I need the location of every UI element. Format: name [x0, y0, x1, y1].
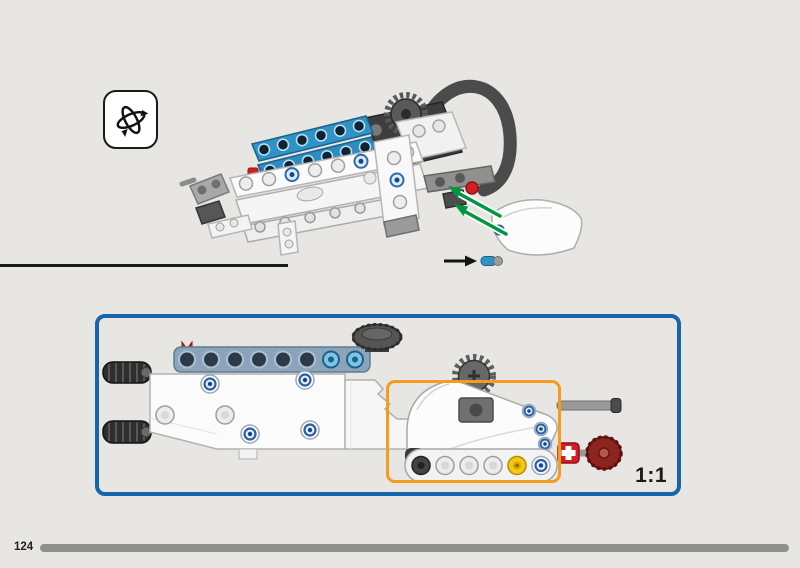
black-right-arrow-icon [444, 255, 477, 267]
highlight-box [386, 380, 561, 483]
rear-axle [556, 400, 618, 411]
page-number: 124 [14, 541, 34, 553]
top-perforated-beam [173, 346, 371, 373]
crank-knob [585, 435, 623, 471]
one-to-one-frame: 1:1 [95, 314, 681, 496]
blue-pin-piece [480, 256, 503, 266]
axle-end-cap [610, 398, 622, 413]
rotate-glyph [116, 105, 148, 137]
scale-label: 1:1 [635, 464, 667, 487]
bottom-perforated-beam [404, 448, 558, 483]
green-guide-arrows [448, 186, 510, 238]
main-hull [149, 370, 346, 460]
white-fairing-piece [491, 199, 583, 256]
top-knob [351, 323, 403, 352]
left-connector-parts [179, 173, 253, 239]
progress-bar [40, 544, 789, 552]
assembly-step-illustration [179, 79, 583, 267]
red-axle-connector [557, 442, 589, 464]
gear-bracket [458, 397, 494, 423]
pneumatic-hose [419, 79, 517, 197]
step-divider-line [0, 264, 288, 267]
left-tread-arms [102, 361, 152, 444]
pin-sub-assembly [423, 165, 496, 209]
rotate-model-icon [103, 90, 158, 149]
assembled-model-illustration [102, 323, 623, 483]
vertical-beam [373, 134, 420, 238]
